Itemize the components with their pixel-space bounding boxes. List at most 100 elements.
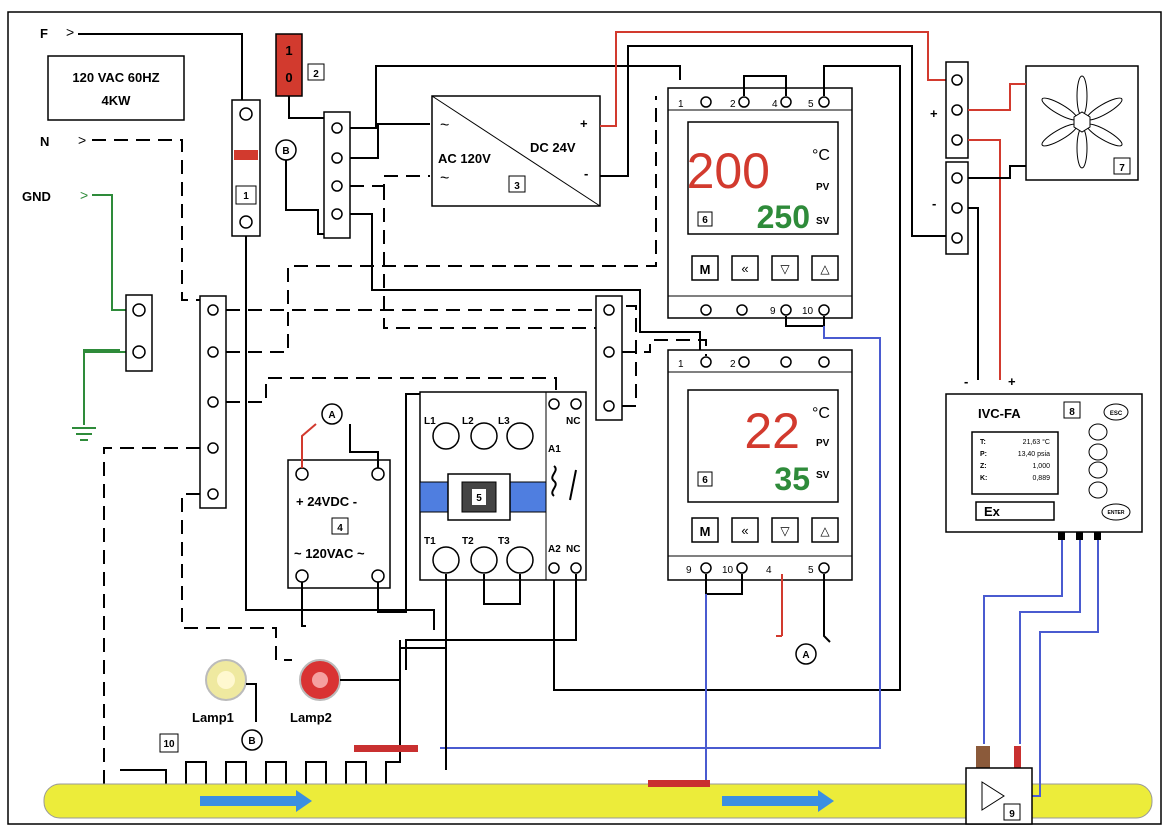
lower-sv-value: 35 bbox=[774, 461, 810, 497]
svg-text:+: + bbox=[1008, 374, 1016, 389]
ivc-number: 8 bbox=[1069, 407, 1075, 418]
flow-arrow-left bbox=[200, 790, 312, 812]
svg-text:T2: T2 bbox=[462, 536, 474, 547]
svg-text:NC: NC bbox=[566, 544, 580, 555]
svg-text:~: ~ bbox=[440, 117, 449, 134]
arrow-f: > bbox=[66, 24, 74, 40]
svg-text:13,40 psia: 13,40 psia bbox=[1018, 451, 1050, 458]
ivc-nav-button-2[interactable] bbox=[1088, 443, 1108, 461]
lower-back-button[interactable] bbox=[731, 517, 759, 543]
svg-text:L2: L2 bbox=[462, 416, 474, 427]
svg-text:T3: T3 bbox=[498, 536, 510, 547]
label-f: F bbox=[40, 26, 48, 41]
svg-text:△: △ bbox=[820, 262, 830, 276]
svg-text:NC: NC bbox=[566, 416, 580, 427]
ivc-nav-button-1[interactable] bbox=[1088, 423, 1108, 441]
upper-sv-value: 250 bbox=[757, 199, 810, 235]
upper-back-button[interactable] bbox=[731, 255, 759, 281]
ivc-nav-button-3[interactable] bbox=[1088, 461, 1108, 479]
svg-text:°C: °C bbox=[812, 147, 830, 164]
svg-text:M: M bbox=[700, 262, 711, 277]
svg-text:1,000: 1,000 bbox=[1032, 463, 1050, 470]
svg-text:SV: SV bbox=[816, 470, 830, 481]
lower-down-button[interactable] bbox=[771, 517, 799, 543]
svg-text:10: 10 bbox=[722, 565, 734, 576]
svg-text:°C: °C bbox=[812, 405, 830, 422]
lamp2-label: Lamp2 bbox=[290, 710, 332, 725]
svg-text:PV: PV bbox=[816, 438, 830, 449]
upper-pv-value: 200 bbox=[687, 143, 770, 199]
svg-text:-: - bbox=[584, 166, 588, 181]
svg-text:L1: L1 bbox=[424, 416, 436, 427]
psu-dc-label: DC 24V bbox=[530, 140, 576, 155]
svg-text:2: 2 bbox=[730, 359, 736, 370]
psu-number: 3 bbox=[514, 181, 520, 192]
supply-info-box bbox=[47, 55, 185, 121]
upper-down-button[interactable] bbox=[771, 255, 799, 281]
svg-text:«: « bbox=[741, 261, 748, 276]
svg-text:▽: ▽ bbox=[780, 524, 790, 538]
svg-text:A: A bbox=[802, 650, 809, 661]
lower-buttons: M « ▽ △ bbox=[691, 517, 839, 543]
svg-text:«: « bbox=[741, 523, 748, 538]
arrow-n: > bbox=[78, 132, 86, 148]
svg-text:SV: SV bbox=[816, 216, 830, 227]
svg-text:A: A bbox=[328, 410, 335, 421]
lower-m-button[interactable] bbox=[691, 517, 719, 543]
upper-up-button[interactable] bbox=[811, 255, 839, 281]
svg-text:A1: A1 bbox=[548, 444, 561, 455]
marker-a-left bbox=[321, 403, 343, 425]
svg-text:~: ~ bbox=[440, 170, 449, 187]
svg-text:4: 4 bbox=[772, 99, 778, 110]
ivc-ex-label: Ex bbox=[984, 504, 1001, 519]
svg-text:B: B bbox=[248, 736, 255, 747]
lower-pv-value: 22 bbox=[744, 403, 800, 459]
ivc-display bbox=[971, 431, 1059, 495]
svg-text:1: 1 bbox=[678, 99, 684, 110]
svg-text:5: 5 bbox=[808, 565, 814, 576]
svg-text:PV: PV bbox=[816, 182, 830, 193]
lower-up-button[interactable] bbox=[811, 517, 839, 543]
breaker-handle[interactable] bbox=[234, 150, 258, 160]
sensor-lower bbox=[648, 780, 710, 787]
wire-f bbox=[78, 33, 243, 100]
wire-dc-minus bbox=[600, 45, 950, 237]
svg-text:△: △ bbox=[820, 524, 830, 538]
svg-text:2: 2 bbox=[730, 99, 736, 110]
ivc-enter-button[interactable] bbox=[1101, 503, 1131, 521]
wire-gnd bbox=[72, 194, 135, 441]
pipe bbox=[43, 783, 1153, 819]
svg-text:P:: P: bbox=[980, 451, 987, 458]
svg-text:6: 6 bbox=[702, 215, 708, 226]
contactor-number: 5 bbox=[476, 493, 482, 504]
supply-spec-line1: 120 VAC 60HZ bbox=[72, 70, 159, 85]
transmitter-number: 9 bbox=[1009, 809, 1015, 820]
psu-ac-label: AC 120V bbox=[438, 151, 491, 166]
svg-text:21,63 °C: 21,63 °C bbox=[1023, 438, 1050, 446]
power-switch[interactable] bbox=[275, 33, 303, 97]
switch-on-label: 1 bbox=[285, 43, 292, 58]
label-gnd: GND bbox=[22, 189, 51, 204]
ivc-title: IVC-FA bbox=[978, 406, 1021, 421]
svg-text:1: 1 bbox=[678, 359, 684, 370]
svg-text:9: 9 bbox=[686, 565, 692, 576]
upper-m-button[interactable] bbox=[691, 255, 719, 281]
svg-text:ESC: ESC bbox=[1110, 411, 1123, 417]
switch-number: 2 bbox=[313, 69, 319, 80]
svg-text:10: 10 bbox=[802, 306, 814, 317]
ivc-nav-button-4[interactable] bbox=[1088, 481, 1108, 499]
ivc-esc-button[interactable] bbox=[1103, 403, 1129, 421]
relay-dc-label: + 24VDC - bbox=[296, 494, 357, 509]
wire-breaker-out bbox=[245, 236, 435, 630]
relay-ac-label: ~ 120VAC ~ bbox=[294, 546, 365, 561]
svg-text:0,889: 0,889 bbox=[1032, 475, 1050, 482]
svg-text:+: + bbox=[580, 116, 588, 131]
fan-number: 7 bbox=[1119, 163, 1125, 174]
marker-b-bottom bbox=[241, 729, 263, 751]
svg-text:▽: ▽ bbox=[780, 262, 790, 276]
upper-display bbox=[687, 121, 839, 235]
svg-text:T1: T1 bbox=[424, 536, 436, 547]
upper-buttons: M « ▽ △ bbox=[691, 255, 839, 281]
wire-dc-plus bbox=[600, 31, 950, 127]
